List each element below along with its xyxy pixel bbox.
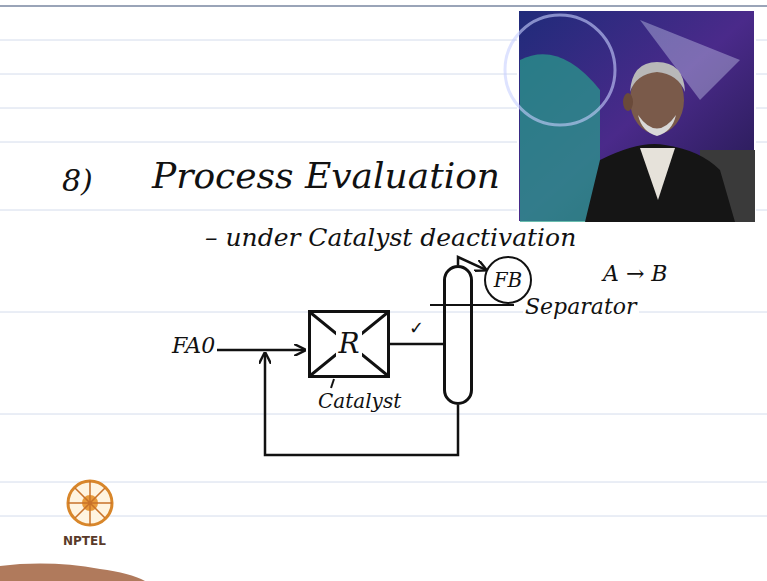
reactor-box: R — [308, 310, 390, 378]
feed-stream-label: FA0 — [170, 334, 217, 359]
reaction-label: A → B — [601, 262, 669, 287]
node-label: R — [336, 329, 361, 360]
separator-vessel: Separator — [443, 265, 473, 405]
lecturer-video-inset — [505, 10, 755, 222]
catalyst-label: Catalyst — [316, 390, 403, 412]
subtitle-note: – under Catalyst deactivation — [203, 224, 578, 252]
cross-lines — [311, 313, 387, 375]
logo-text: NPTEL — [61, 535, 108, 548]
check-mark: ✓ — [407, 318, 426, 338]
ruled-lines — [0, 6, 767, 516]
recycle-stream — [265, 353, 458, 455]
presenter-hand — [0, 564, 145, 581]
process-stream — [390, 343, 443, 346]
catalyst-leader-line — [331, 379, 334, 388]
nptel-logo — [68, 481, 112, 525]
item-number: 8) — [60, 164, 95, 198]
slide-title: Process Evaluation — [150, 156, 502, 196]
node-label: FB — [492, 269, 525, 291]
reactor-feed-arrow — [214, 350, 305, 351]
separator-label: Separator — [523, 295, 639, 319]
